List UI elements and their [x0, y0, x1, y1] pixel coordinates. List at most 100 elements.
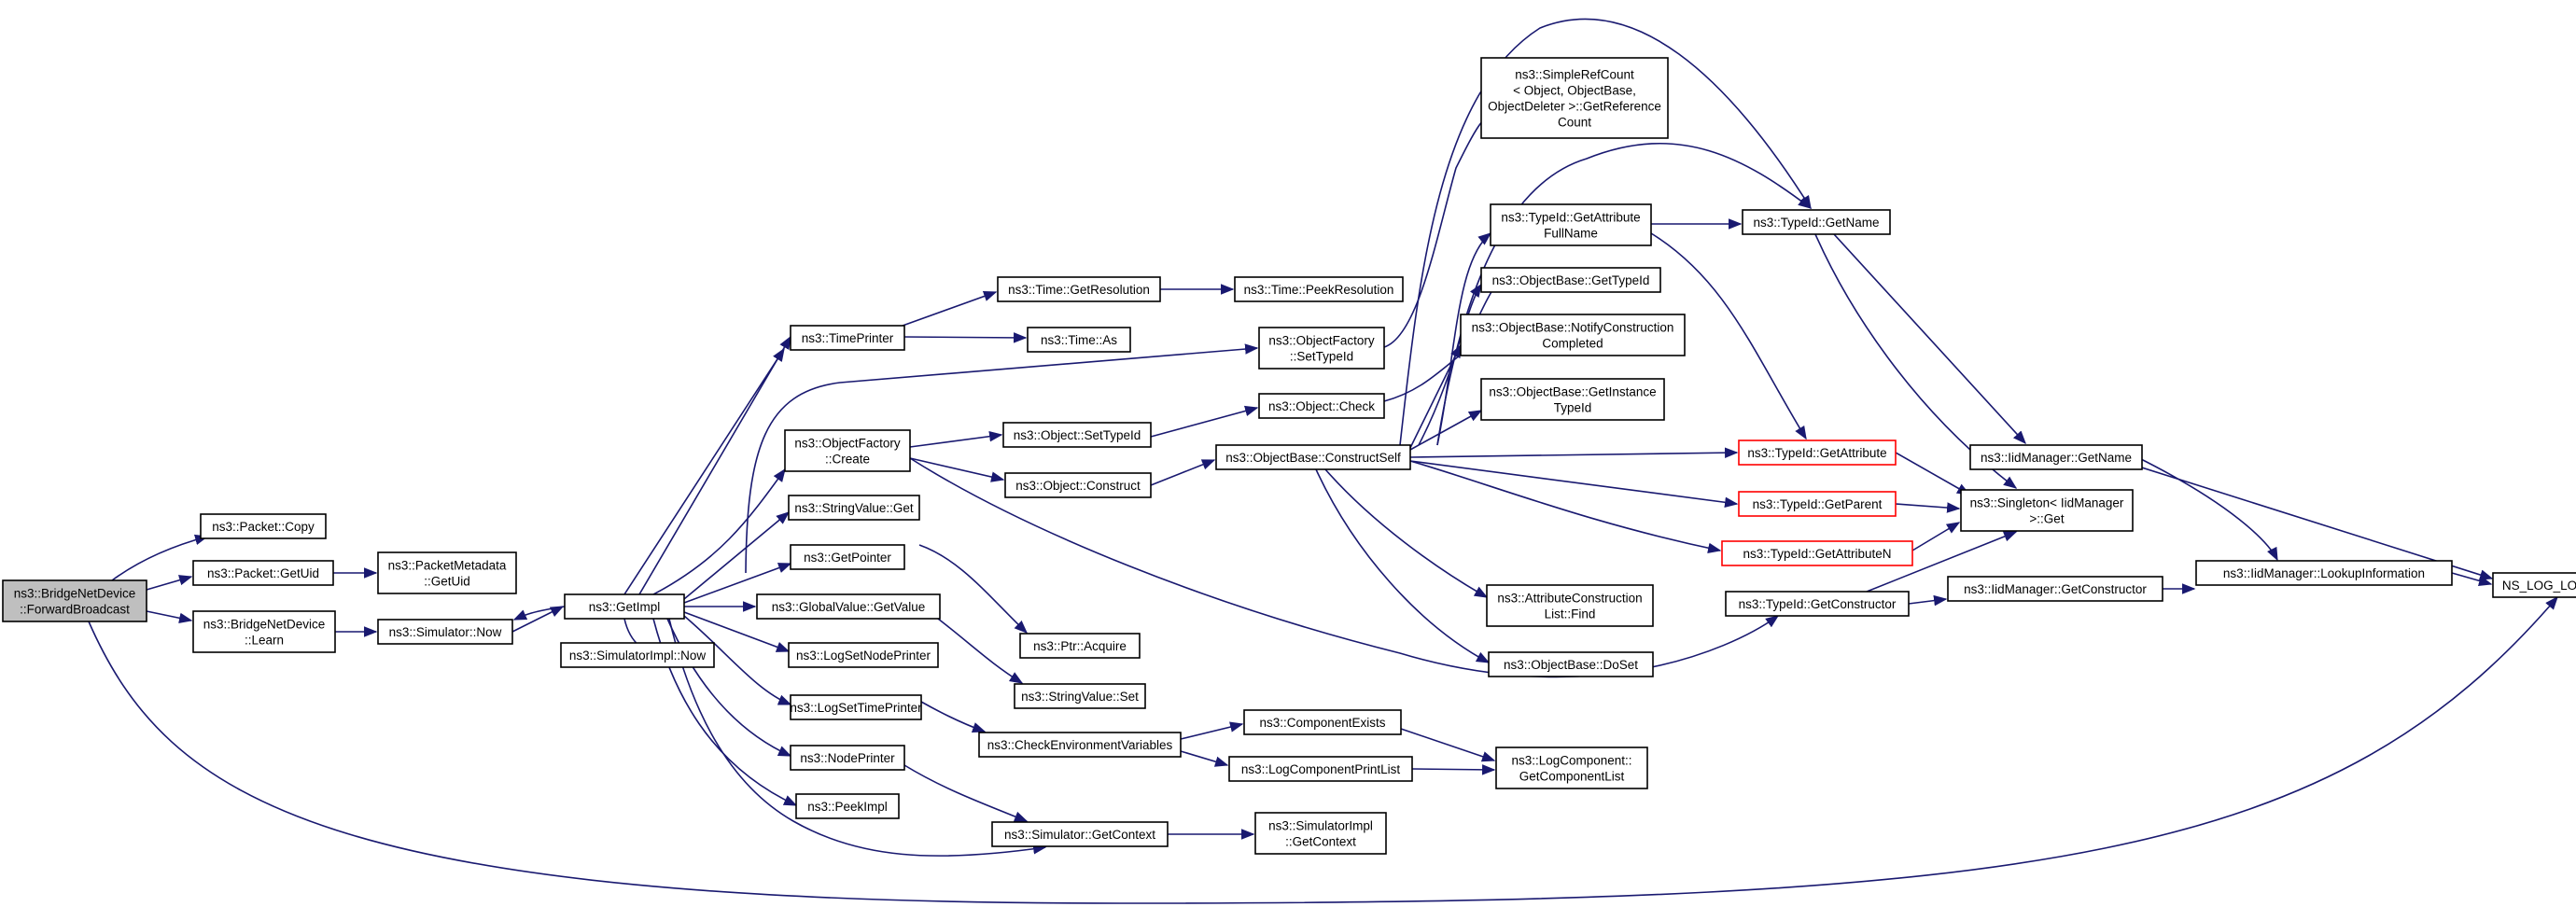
call-edge	[1409, 460, 1739, 509]
node-object-check[interactable]: ns3::Object::Check	[1258, 393, 1385, 419]
node-objectbase-doset[interactable]: ns3::ObjectBase::DoSet	[1488, 651, 1654, 677]
node-label: ns3::IidManager::GetName	[1981, 451, 2132, 465]
node-bridge-learn[interactable]: ns3::BridgeNetDevice::Learn	[192, 610, 336, 653]
node-packet-copy[interactable]: ns3::Packet::Copy	[200, 513, 327, 539]
call-edge	[1895, 452, 1971, 495]
node-typeid-getattribute[interactable]: ns3::TypeId::GetAttribute	[1738, 440, 1897, 466]
node-time-peekresolution[interactable]: ns3::Time::PeekResolution	[1234, 276, 1404, 302]
node-getimpl[interactable]: ns3::GetImpl	[564, 593, 685, 620]
node-stringvalue-get[interactable]: ns3::StringValue::Get	[788, 495, 920, 521]
node-singleton-get[interactable]: ns3::Singleton< IidManager>::Get	[1960, 489, 2134, 532]
node-label: ns3::Singleton< IidManager	[1970, 496, 2124, 510]
node-logcomponent-getcomponentlist[interactable]: ns3::LogComponent::GetComponentList	[1495, 747, 1648, 789]
call-edge	[2451, 572, 2493, 586]
node-peekimpl[interactable]: ns3::PeekImpl	[795, 793, 900, 819]
call-edge	[1866, 531, 2018, 593]
node-time-getresolution[interactable]: ns3::Time::GetResolution	[997, 276, 1161, 302]
node-objectfactory-create[interactable]: ns3::ObjectFactory::Create	[784, 429, 911, 472]
node-object-construct[interactable]: ns3::Object::Construct	[1004, 472, 1152, 498]
node-packetmetadata-getuid[interactable]: ns3::PacketMetadata::GetUid	[377, 551, 517, 594]
node-label: ns3::SimpleRefCount	[1515, 68, 1634, 82]
node-label: ns3::LogSetNodePrinter	[796, 649, 931, 663]
node-iidmanager-getname[interactable]: ns3::IidManager::GetName	[1969, 444, 2143, 470]
node-componentexists[interactable]: ns3::ComponentExists	[1243, 709, 1402, 735]
node-typeid-getattributen[interactable]: ns3::TypeId::GetAttributeN	[1721, 540, 1913, 566]
node-label: TypeId	[1554, 401, 1592, 415]
node-label: ns3::TypeId::GetConstructor	[1739, 597, 1897, 611]
node-typeid-getconstructor[interactable]: ns3::TypeId::GetConstructor	[1725, 591, 1910, 617]
node-simulatorimpl-getcontext[interactable]: ns3::SimulatorImpl::GetContext	[1254, 812, 1387, 855]
node-label: ns3::BridgeNetDevice	[203, 618, 326, 632]
node-box	[1228, 756, 1413, 782]
node-root[interactable]: ns3::BridgeNetDevice::ForwardBroadcast	[2, 579, 147, 622]
node-label: ns3::GetPointer	[804, 551, 891, 565]
call-edge	[683, 611, 791, 652]
node-logsetnodeprinter[interactable]: ns3::LogSetNodePrinter	[788, 642, 939, 668]
call-edge	[1399, 18, 1812, 446]
call-edge	[111, 534, 209, 581]
node-iidmanager-lookupinformation[interactable]: ns3::IidManager::LookupInformation	[2195, 560, 2453, 586]
node-objectbase-constructself[interactable]: ns3::ObjectBase::ConstructSelf	[1215, 444, 1411, 470]
call-edge	[623, 347, 785, 595]
node-label: ns3::ComponentExists	[1259, 716, 1385, 730]
node-simplerefcount[interactable]: ns3::SimpleRefCount< Object, ObjectBase,…	[1480, 57, 1669, 139]
call-edge	[745, 343, 1259, 574]
node-simulatorimpl-now[interactable]: ns3::SimulatorImpl::Now	[560, 642, 715, 668]
node-logsettimeprinter[interactable]: ns3::LogSetTimePrinter	[790, 694, 922, 720]
node-simulator-now[interactable]: ns3::Simulator::Now	[377, 619, 513, 645]
call-edge	[903, 764, 1029, 822]
node-globalvalue-getvalue[interactable]: ns3::GlobalValue::GetValue	[756, 593, 941, 620]
call-edge	[1324, 468, 1489, 598]
call-edge	[902, 290, 998, 327]
node-label: ns3::GetImpl	[589, 600, 661, 614]
node-box	[1738, 440, 1897, 466]
node-label: ns3::StringValue::Set	[1021, 690, 1139, 704]
node-label: ::ForwardBroadcast	[20, 603, 130, 617]
node-label: ns3::Simulator::GetContext	[1004, 828, 1155, 842]
node-box	[1019, 633, 1141, 659]
call-edge	[146, 575, 193, 591]
node-label: ::GetContext	[1285, 835, 1356, 849]
node-checkenvironmentvariables[interactable]: ns3::CheckEnvironmentVariables	[978, 732, 1182, 758]
node-iidmanager-getconstructor[interactable]: ns3::IidManager::GetConstructor	[1947, 576, 2163, 602]
node-packet-getuid[interactable]: ns3::Packet::GetUid	[192, 560, 334, 586]
node-getpointer[interactable]: ns3::GetPointer	[790, 544, 905, 570]
node-label: ns3::Simulator::Now	[389, 625, 502, 639]
call-edge	[902, 332, 1028, 343]
call-edge	[1650, 232, 1807, 440]
node-label: ::Learn	[245, 634, 284, 648]
node-objectfactory-settypeid[interactable]: ns3::ObjectFactory::SetTypeId	[1258, 327, 1385, 370]
node-box	[1480, 57, 1669, 139]
node-label: ns3::Object::Construct	[1015, 479, 1141, 493]
node-label: ns3::TypeId::GetAttribute	[1747, 446, 1886, 460]
node-box	[2, 579, 147, 622]
node-logcomponentprintlist[interactable]: ns3::LogComponentPrintList	[1228, 756, 1413, 782]
node-timeprinter[interactable]: ns3::TimePrinter	[790, 325, 905, 351]
node-label: ns3::NodePrinter	[800, 751, 895, 765]
node-objectbase-notifyconstructioncompleted[interactable]: ns3::ObjectBase::NotifyConstructionCompl…	[1460, 314, 1686, 356]
call-edge	[1436, 142, 1813, 446]
node-label: ns3::Object::SetTypeId	[1014, 428, 1141, 442]
node-label: < Object, ObjectBase,	[1513, 84, 1636, 98]
node-nodeprinter[interactable]: ns3::NodePrinter	[790, 745, 905, 771]
node-simulator-getcontext[interactable]: ns3::Simulator::GetContext	[991, 821, 1169, 847]
node-ns-log-logic[interactable]: NS_LOG_LOGIC	[2492, 572, 2576, 598]
node-typeid-getparent[interactable]: ns3::TypeId::GetParent	[1738, 491, 1897, 517]
node-box	[1495, 747, 1648, 789]
node-box	[1254, 812, 1387, 855]
node-label: ns3::Ptr::Acquire	[1033, 639, 1127, 653]
node-box	[1027, 327, 1131, 353]
node-object-settypeid[interactable]: ns3::Object::SetTypeId	[1002, 422, 1152, 448]
node-label: ns3::ObjectBase::ConstructSelf	[1225, 451, 1401, 465]
node-stringvalue-set[interactable]: ns3::StringValue::Set	[1014, 683, 1146, 709]
node-objectbase-gettypeid[interactable]: ns3::ObjectBase::GetTypeId	[1480, 267, 1661, 293]
node-box	[991, 821, 1169, 847]
node-ptr-acquire[interactable]: ns3::Ptr::Acquire	[1019, 633, 1141, 659]
node-time-as[interactable]: ns3::Time::As	[1027, 327, 1131, 353]
node-typeid-getname[interactable]: ns3::TypeId::GetName	[1742, 209, 1891, 235]
node-label: ns3::TimePrinter	[802, 331, 894, 345]
